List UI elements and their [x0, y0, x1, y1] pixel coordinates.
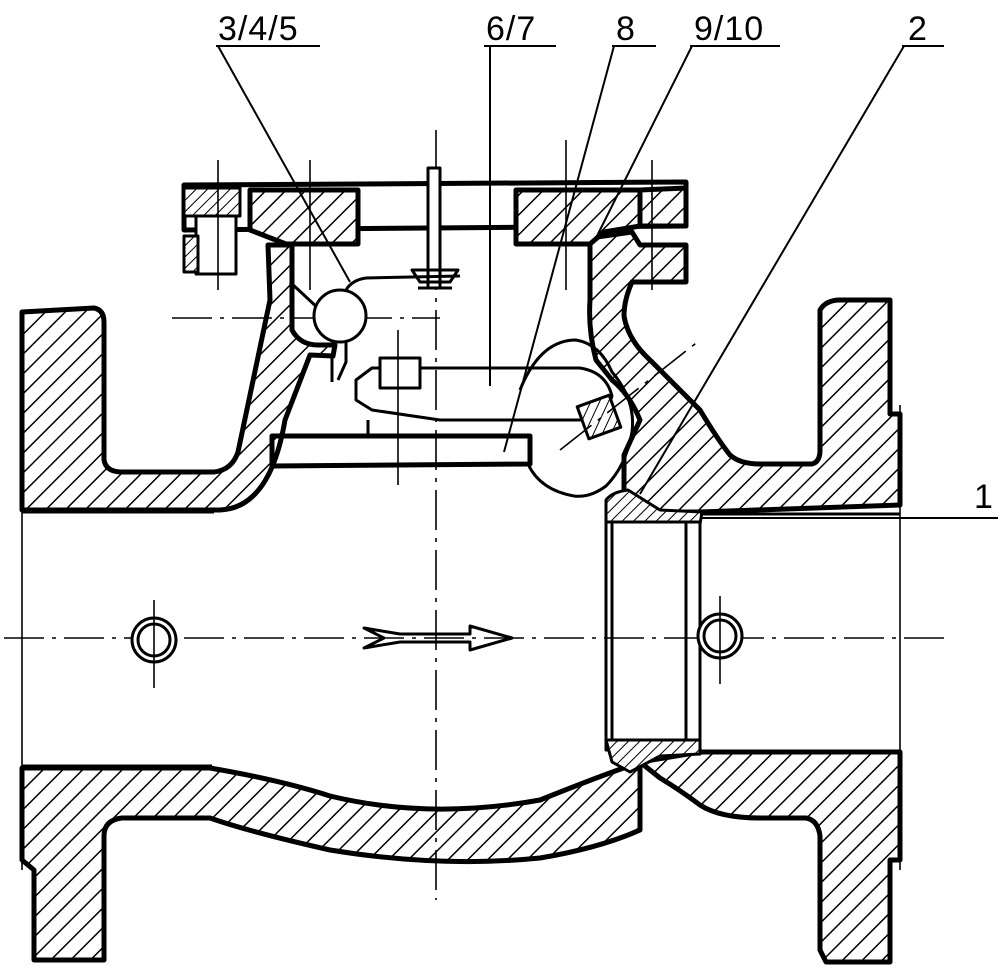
body-right-lower-section — [637, 749, 903, 965]
callout-1-label: 1 — [974, 478, 994, 516]
callout-8-label: 8 — [616, 10, 636, 48]
hinge-shaft-axis — [559, 339, 701, 451]
callout-8: 8 — [503, 10, 656, 453]
callout-3-4-5-leader — [217, 45, 351, 283]
gasket-left — [182, 234, 200, 274]
callout-8-leader — [503, 45, 615, 453]
disc-arm — [354, 366, 614, 422]
cover-hatch-left — [247, 187, 361, 247]
callout-6-7: 6/7 — [484, 10, 556, 386]
hinge-pin — [312, 288, 368, 344]
callout-6-7-label: 6/7 — [486, 10, 536, 48]
seat-ring-bore — [604, 520, 702, 752]
callout-3-4-5: 3/4/5 — [216, 10, 351, 283]
callout-9-10-leader — [595, 45, 693, 239]
arm-nut — [378, 356, 422, 390]
body-right-upper-section — [587, 229, 903, 515]
callout-9-10: 9/10 — [595, 10, 780, 239]
hinge-lever — [518, 338, 635, 498]
disc — [269, 433, 533, 469]
callout-2-label: 2 — [908, 10, 928, 48]
callout-9-10-label: 9/10 — [694, 10, 764, 48]
body-left-lower-section — [19, 759, 643, 963]
cover-lip — [637, 185, 689, 229]
callout-2-leader — [639, 45, 905, 495]
seat-ring-bottom — [604, 738, 702, 774]
callout-3-4-5-label: 3/4/5 — [218, 10, 299, 48]
cap-screw-left-head — [182, 186, 242, 218]
flow-arrow — [362, 624, 514, 652]
cap-screw-left-body — [194, 214, 238, 276]
body-left-upper-section — [19, 242, 338, 513]
callout-2: 2 — [639, 10, 944, 495]
callout-1: 1 — [700, 478, 998, 519]
